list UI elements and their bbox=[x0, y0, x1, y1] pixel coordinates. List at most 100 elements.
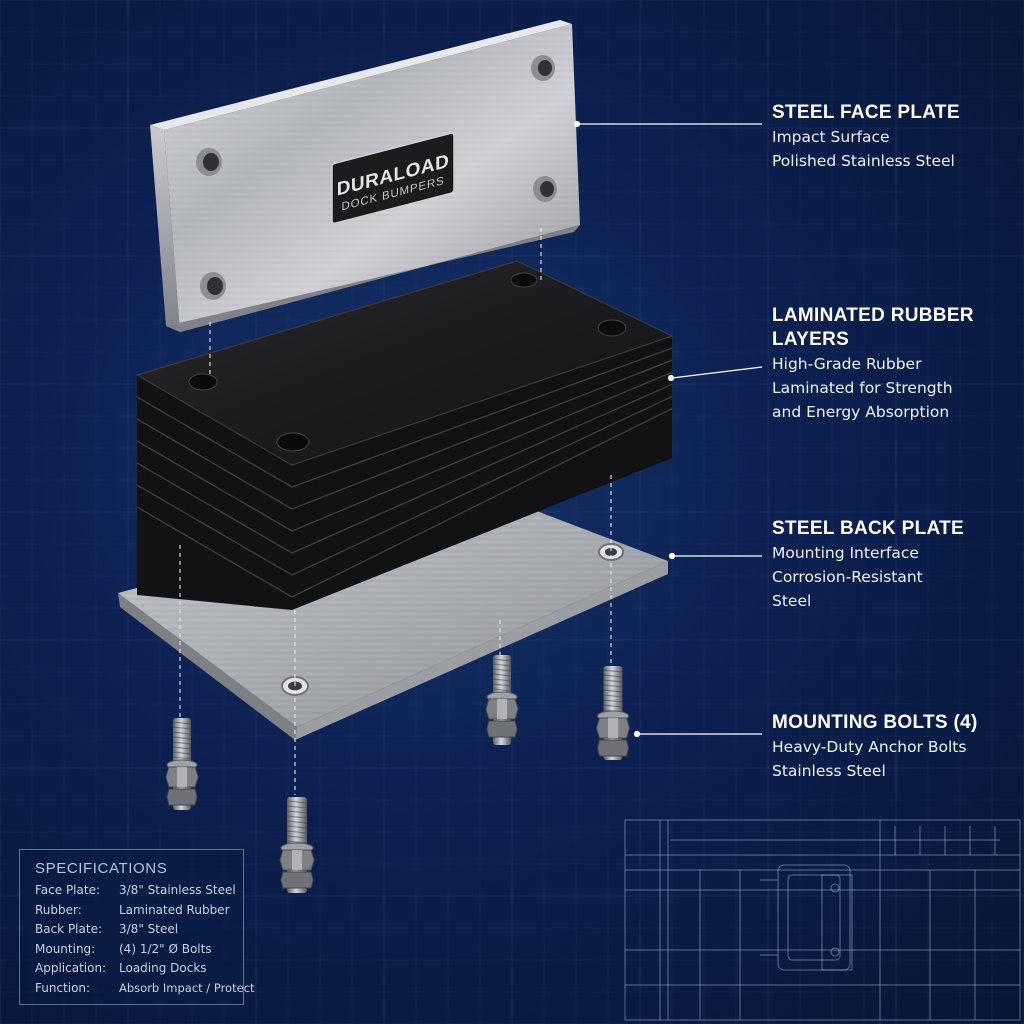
spec-value: (4) 1/2" Ø Bolts bbox=[119, 941, 212, 956]
bolt-thread bbox=[603, 669, 623, 673]
bolt-thread bbox=[492, 683, 512, 687]
spec-value: Loading Docks bbox=[119, 961, 207, 976]
bolt-thread bbox=[603, 699, 623, 703]
spec-value: 3/8" Stainless Steel bbox=[119, 883, 236, 897]
blueprint-dock-sketch bbox=[624, 819, 1021, 1021]
spec-value: Laminated Rubber bbox=[119, 902, 230, 917]
specifications-title: SPECIFICATIONS bbox=[35, 860, 168, 877]
rubber-layer-seam bbox=[136, 383, 673, 554]
bolt-thread bbox=[492, 678, 512, 682]
specifications-panel: SPECIFICATIONS Face Plate: 3/8" Stainles… bbox=[19, 849, 255, 1005]
bolt-thread bbox=[603, 674, 623, 678]
brand-badge: DURALOAD DOCK BUMPERS bbox=[331, 132, 455, 225]
rubber-layer-seam bbox=[136, 371, 673, 532]
steel-face-plate: DURALOAD DOCK BUMPERS bbox=[150, 20, 580, 332]
spec-label: Mounting: bbox=[35, 941, 96, 956]
bolt-nut bbox=[486, 720, 518, 738]
mounting-bolt bbox=[165, 718, 199, 810]
bolt-thread bbox=[603, 679, 623, 683]
mounting-bolt bbox=[485, 655, 519, 745]
rubber-hole bbox=[188, 373, 218, 391]
face-plate-hole bbox=[531, 55, 555, 81]
steel-back-plate bbox=[118, 494, 668, 740]
bolt-thread bbox=[286, 830, 308, 834]
spec-row: Mounting: (4) 1/2" Ø Bolts bbox=[35, 940, 243, 960]
rubber-layer-seam bbox=[136, 407, 673, 598]
spec-label: Rubber: bbox=[35, 902, 82, 917]
rubber-hole bbox=[276, 432, 310, 452]
laminated-rubber-layers bbox=[135, 260, 674, 610]
bolt-thread bbox=[172, 751, 192, 755]
callout-face-plate-line: Polished Stainless Steel bbox=[772, 152, 955, 170]
mounting-bolt bbox=[279, 797, 315, 893]
bolt-thread bbox=[492, 663, 512, 667]
bolt-thread bbox=[286, 805, 308, 809]
bolt-nut bbox=[596, 739, 630, 757]
bolt-thread bbox=[286, 800, 308, 804]
callout-rubber-title: LAYERS bbox=[772, 329, 850, 350]
bolt-thread bbox=[286, 840, 308, 844]
rubber-layer-seam bbox=[136, 359, 673, 510]
callout-back-plate-title: STEEL BACK PLATE bbox=[772, 518, 964, 539]
bolt-thread bbox=[603, 694, 623, 698]
bolt-thread bbox=[172, 756, 192, 760]
bolt-thread bbox=[492, 673, 512, 677]
callout-face-plate-line: Impact Surface bbox=[772, 128, 890, 146]
bolt-thread bbox=[172, 736, 192, 740]
callout-face-plate: STEEL FACE PLATE Impact Surface Polished… bbox=[772, 101, 1012, 173]
spec-row: Back Plate: 3/8" Steel bbox=[35, 920, 243, 940]
alignment-lines bbox=[179, 228, 612, 795]
callout-rubber-layers: LAMINATED RUBBER LAYERS High-Grade Rubbe… bbox=[772, 304, 1012, 424]
rubber-layer-seam bbox=[136, 347, 673, 488]
spec-row: Application: Loading Docks bbox=[35, 959, 243, 979]
bolt-thread bbox=[172, 726, 192, 730]
spec-row: Rubber: Laminated Rubber bbox=[35, 901, 243, 921]
bolt-thread bbox=[172, 746, 192, 750]
spec-row: Face Plate: 3/8" Stainless Steel bbox=[35, 881, 243, 901]
callout-rubber-line: High-Grade Rubber bbox=[772, 355, 922, 373]
back-plate-hole bbox=[605, 548, 617, 556]
spec-value: Absorb Impact / Protect bbox=[119, 980, 255, 995]
callout-rubber-title: LAMINATED RUBBER bbox=[772, 305, 974, 326]
spec-label: Face Plate: bbox=[35, 883, 101, 897]
callout-back-plate-line: Corrosion-Resistant bbox=[772, 568, 923, 586]
callout-bolts-line: Stainless Steel bbox=[772, 762, 886, 780]
face-plate-hole bbox=[196, 148, 222, 176]
callout-back-plate-line: Mounting Interface bbox=[772, 544, 919, 562]
callout-back-plate: STEEL BACK PLATE Mounting Interface Corr… bbox=[772, 517, 1012, 613]
bolt-thread bbox=[603, 684, 623, 688]
face-plate-hole bbox=[533, 176, 557, 202]
rubber-layer-seam bbox=[136, 395, 673, 576]
callout-rubber-line: Laminated for Strength bbox=[772, 379, 953, 397]
bolt-thread bbox=[286, 815, 308, 819]
bolt-thread bbox=[286, 825, 308, 829]
face-plate-hole bbox=[200, 272, 226, 300]
bolt-thread bbox=[492, 688, 512, 692]
bolt-nut-highlight bbox=[608, 718, 618, 738]
callout-face-plate-title: STEEL FACE PLATE bbox=[772, 102, 960, 123]
bolt-thread bbox=[492, 668, 512, 672]
bolt-thread bbox=[172, 741, 192, 745]
bolt-thread bbox=[603, 704, 623, 708]
rubber-hole bbox=[597, 319, 627, 337]
callout-rubber-line: and Energy Absorption bbox=[772, 403, 950, 421]
bolt-thread bbox=[172, 731, 192, 735]
bolt-thread bbox=[286, 835, 308, 839]
callout-mounting-bolts: MOUNTING BOLTS (4) Heavy-Duty Anchor Bol… bbox=[772, 711, 1012, 783]
callout-leaders bbox=[573, 120, 763, 738]
rubber-hole bbox=[510, 272, 538, 288]
mounting-bolt bbox=[595, 666, 631, 760]
spec-label: Function: bbox=[35, 980, 91, 995]
bolt-nut-highlight bbox=[292, 850, 302, 870]
callout-bolts-title: MOUNTING BOLTS (4) bbox=[772, 712, 978, 733]
bolt-nut-highlight bbox=[177, 767, 187, 787]
mounting-bolts bbox=[165, 655, 631, 893]
spec-row: Function: Absorb Impact / Protect bbox=[35, 979, 255, 999]
bolt-thread bbox=[492, 658, 512, 662]
bolt-nut bbox=[166, 788, 198, 806]
bolt-thread bbox=[603, 689, 623, 693]
callout-back-plate-line: Steel bbox=[772, 592, 812, 610]
spec-value: 3/8" Steel bbox=[119, 922, 179, 937]
bolt-nut-highlight bbox=[497, 699, 507, 719]
